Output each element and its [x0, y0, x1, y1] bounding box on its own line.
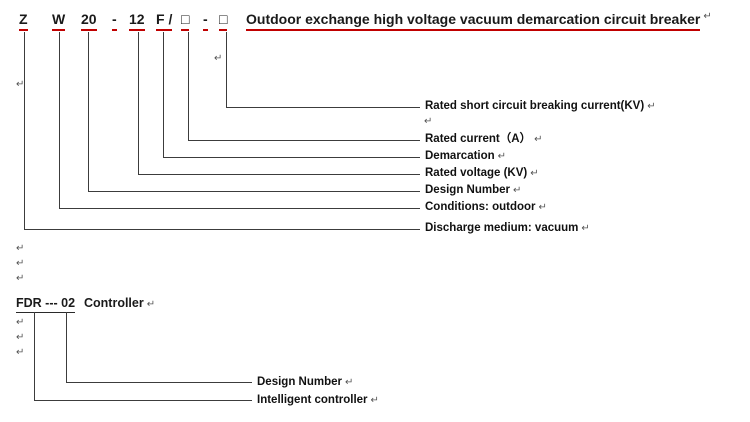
- placeholder-box-symbol: □: [219, 10, 228, 31]
- paragraph-mark: ↵: [497, 151, 507, 162]
- model-title: Outdoor exchange high voltage vacuum dem…: [246, 10, 701, 31]
- paragraph-mark: ↵: [513, 185, 522, 196]
- callout-text: Rated short circuit breaking current(KV): [425, 100, 645, 112]
- paragraph-mark: ↵: [16, 79, 25, 90]
- model-segment: -: [203, 10, 208, 31]
- controller-model: FDR --- 02: [16, 296, 76, 313]
- page-title: Outdoor exchange high voltage vacuum dem…: [246, 10, 712, 31]
- paragraph-mark: ↵: [703, 11, 712, 22]
- connector-line: [34, 400, 252, 401]
- controller-label: Controller↵: [84, 296, 155, 312]
- connector-line: [88, 32, 89, 191]
- paragraph-mark: ↵: [16, 317, 25, 328]
- callout-text: Rated voltage (KV): [425, 167, 528, 179]
- connector-line: [66, 382, 252, 383]
- connector-line: [163, 32, 164, 157]
- callout-label: Demarcation↵: [425, 149, 506, 164]
- model-segment: Z: [19, 10, 28, 31]
- callout-label: Rated voltage (KV)↵: [425, 166, 539, 181]
- paragraph-mark: ↵: [424, 116, 433, 127]
- paragraph-mark: ↵: [16, 258, 25, 269]
- paragraph-mark: ↵: [16, 273, 25, 284]
- connector-line: [226, 32, 227, 107]
- callout-text: Rated current（A）: [425, 133, 532, 145]
- paragraph-mark: ↵: [581, 223, 590, 234]
- paragraph-mark: ↵: [16, 347, 25, 358]
- paragraph-mark: ↵: [345, 377, 354, 388]
- connector-line: [34, 312, 35, 400]
- model-segment: 12: [129, 10, 145, 31]
- connector-line: [188, 32, 189, 140]
- callout-label: Rated current（A）↵: [425, 132, 542, 147]
- callout-label: Design Number↵: [257, 375, 353, 390]
- placeholder-box-symbol: □: [181, 10, 190, 31]
- paragraph-mark: ↵: [16, 243, 25, 254]
- paragraph-mark: ↵: [647, 101, 656, 112]
- connector-line: [188, 140, 420, 141]
- callout-label: Intelligent controller↵: [257, 393, 379, 408]
- connector-line: [66, 312, 67, 382]
- connector-line: [88, 191, 420, 192]
- connector-line: [59, 32, 60, 208]
- callout-text: Intelligent controller: [257, 394, 368, 406]
- callout-text: Conditions: outdoor: [425, 201, 536, 213]
- connector-line: [138, 174, 420, 175]
- paragraph-mark: ↵: [530, 168, 539, 179]
- model-segment: W: [52, 10, 66, 31]
- callout-label: Design Number↵: [425, 183, 521, 198]
- connector-line: [226, 107, 420, 108]
- callout-label: Discharge medium: vacuum↵: [425, 221, 590, 236]
- callout-label: Rated short circuit breaking current(KV)…: [425, 99, 656, 114]
- connector-line: [138, 32, 139, 174]
- callout-text: Design Number: [257, 376, 342, 388]
- callout-text: Demarcation: [425, 150, 495, 162]
- connector-line: [24, 32, 25, 229]
- callout-text: Design Number: [425, 184, 510, 196]
- paragraph-mark: ↵: [214, 53, 223, 64]
- paragraph-mark: ↵: [146, 299, 156, 310]
- callout-text: Discharge medium: vacuum: [425, 222, 579, 234]
- connector-line: [59, 208, 420, 209]
- controller-text: Controller: [84, 296, 144, 310]
- callout-label: Conditions: outdoor↵: [425, 200, 547, 215]
- paragraph-mark: ↵: [534, 134, 543, 145]
- paragraph-mark: ↵: [370, 395, 379, 406]
- model-segment: 20: [81, 10, 97, 31]
- model-segment: -: [112, 10, 117, 31]
- model-segment: F /: [156, 10, 173, 31]
- paragraph-mark: ↵: [538, 202, 547, 213]
- paragraph-mark: ↵: [16, 332, 25, 343]
- connector-line: [24, 229, 420, 230]
- connector-line: [163, 157, 420, 158]
